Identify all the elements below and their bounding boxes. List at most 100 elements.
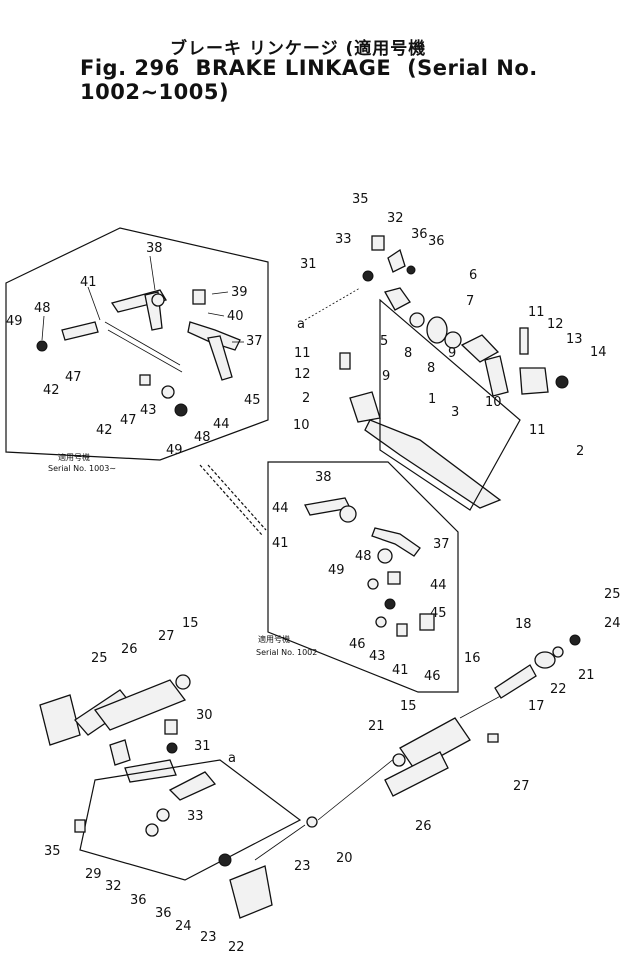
callout-24: 24 [175,919,192,934]
callout-21: 22 [228,940,245,953]
callout-4: 5 [380,334,388,349]
callout-16: 16 [464,651,481,666]
callout-24: 25 [604,587,621,602]
callout-10: 10 [293,418,310,433]
callout-33: 33 [335,232,352,247]
callout-18: 18 [515,617,532,632]
callout-37: 37 [246,334,263,349]
callout-34: 35 [352,192,369,207]
callout-26: 26 [415,819,432,834]
callout-28: 29 [85,867,102,882]
callout-21: 21 [578,668,595,683]
callout-38: 38 [146,241,163,256]
callout-11: 11 [528,305,545,320]
inset-1002-serial-jp: 適用号機 [258,634,290,644]
arrow-label-a: a [297,317,305,332]
inset-1003-parts [36,289,241,417]
diagram-title: Fig. 296 BRAKE LINKAGE (Serial No. 1002∼… [80,56,626,104]
callout-27: 27 [158,629,175,644]
callout-43: 43 [140,403,157,418]
callout-36: 36 [428,234,445,249]
callout-12: 12 [547,317,564,332]
callout-20: 21 [368,719,385,734]
inset-frame-1003 [5,227,269,461]
callout-5: 6 [469,268,477,283]
callout-41: 41 [272,536,289,551]
callout-38: 38 [315,470,332,485]
callout-6: 7 [466,294,474,309]
inset-1003-serial-jp: 適用号機 [58,452,90,462]
callout-7: 8 [427,361,435,376]
lower-main-assembly [39,634,581,919]
callout-15: 15 [182,616,199,631]
callout-49: 49 [6,314,23,329]
callout-46: 46 [424,669,441,684]
callout-49: 49 [166,443,183,458]
callout-47: 47 [120,413,137,428]
callout-27: 27 [513,779,530,794]
callout-33: 33 [187,809,204,824]
callout-10: 11 [529,423,546,438]
upper-right-callouts: 35 32 33 36 36 31 6 7 a 5 8 8 9 11 12 13… [293,192,607,459]
diagram-title-japanese: ブレーキ リンケージ (適用号機 [170,34,426,59]
callout-44: 44 [272,501,289,516]
callout-8: 8 [404,346,412,361]
callout-25: 25 [91,651,108,666]
callout-30: 31 [194,739,211,754]
arrow-label-a: a [228,751,236,766]
inset-pointer [199,464,267,536]
callout-29: 30 [196,708,213,723]
callout-34: 35 [44,844,61,859]
inset-1002-callouts: 38 44 41 37 48 49 44 45 46 43 41 46 [272,470,450,684]
callout-14: 14 [590,345,607,360]
inset-1003-callouts: 38 41 39 40 37 48 49 42 47 42 47 43 49 4… [6,241,263,458]
inset-frame-1002 [267,461,459,693]
callout-41: 41 [80,275,97,290]
callout-13: 13 [566,332,583,347]
callout-48: 48 [355,549,372,564]
title-jp-serial: (適用号機 [345,39,427,59]
title-en-text: BRAKE LINKAGE [195,56,392,80]
inset-1003-serial-en: Serial No. 1003∼ [48,464,116,473]
callout-31: 31 [300,257,317,272]
callout-22: 23 [294,859,311,874]
callout-45: 45 [430,606,447,621]
serial-range: (Serial No. 1002∼1005) [80,56,538,104]
lower-callouts: 27 15 26 25 30 31 a 33 35 29 32 36 36 24… [44,587,621,953]
callout-47: 47 [65,370,82,385]
callout-44: 44 [213,417,230,432]
callout-45: 45 [244,393,261,408]
callout-42: 42 [96,423,113,438]
callout-8: 9 [448,346,456,361]
callout-47: 46 [349,637,366,652]
callout-39: 39 [231,285,248,300]
title-jp-text: ブレーキ リンケージ [170,39,339,59]
callout-32: 32 [387,211,404,226]
callout-35: 36 [130,893,147,908]
callout-9: 9 [382,369,390,384]
callout-40: 40 [227,309,244,324]
callout-32: 32 [105,879,122,894]
callout-49: 49 [328,563,345,578]
inset-1002-parts [304,497,435,637]
callout-17: 17 [528,699,545,714]
inset-1002-serial-en: Serial No. 1002 [256,648,317,657]
callout-9: 10 [485,395,502,410]
callout-3: 3 [451,405,459,420]
callout-19: 20 [336,851,353,866]
callout-44: 44 [430,578,447,593]
callout-36: 36 [155,906,172,921]
callout-35: 36 [411,227,428,242]
callout-11: 11 [294,346,311,361]
callout-48: 48 [194,430,211,445]
callout-2: 2 [302,391,310,406]
callout-1: 1 [428,392,436,407]
callout-42: 42 [43,383,60,398]
callout-23: 23 [200,930,217,945]
callout-26: 26 [121,642,138,657]
callout-15: 15 [400,699,417,714]
callout-41: 41 [392,663,409,678]
callout-12: 12 [294,367,311,382]
callout-43: 43 [369,649,386,664]
